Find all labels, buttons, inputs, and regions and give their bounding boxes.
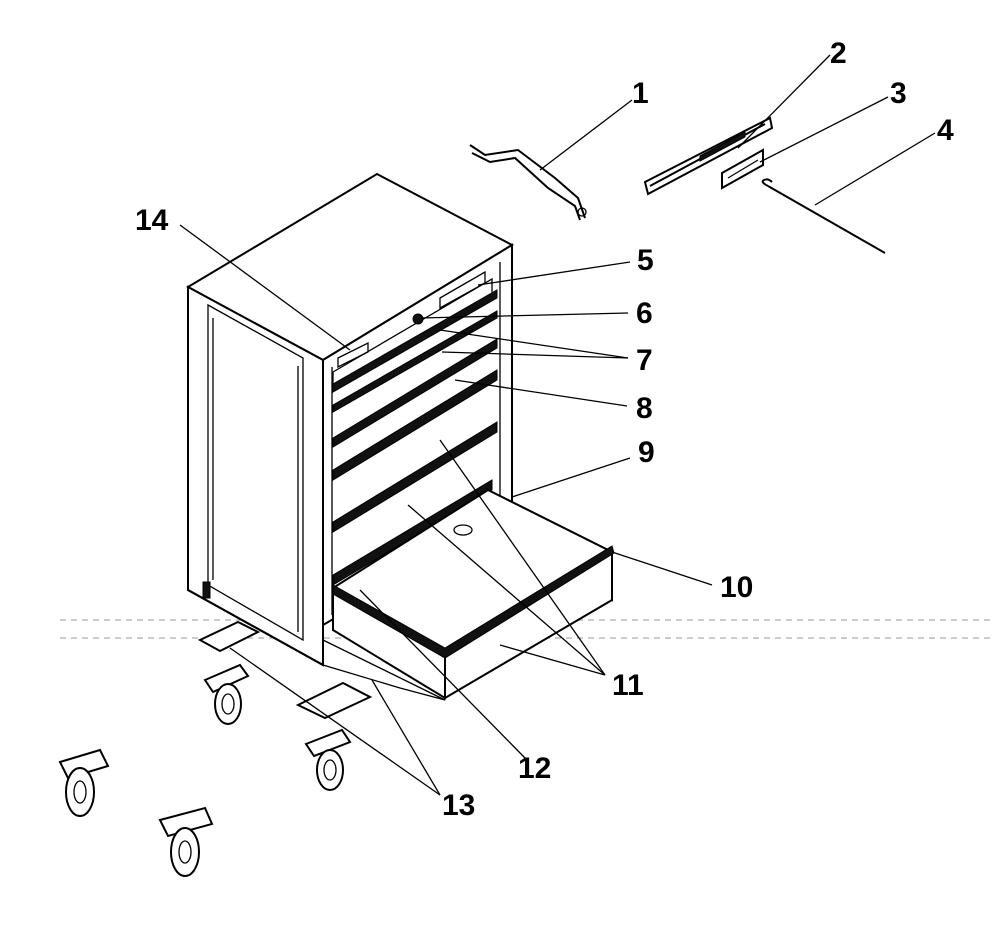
- drawer-handle-left: [337, 341, 369, 369]
- drawer-strip: [332, 338, 498, 448]
- lock-icon: [412, 313, 424, 325]
- part-label-11: 11: [612, 669, 644, 702]
- drawer-strip: [332, 310, 498, 413]
- part-label-12: 12: [518, 752, 551, 785]
- part-label-1: 1: [632, 77, 649, 110]
- mounting-plate: [197, 620, 373, 720]
- tool-cabinet: [185, 172, 615, 701]
- caster-wheel: [58, 748, 110, 817]
- drawer-strip: [332, 289, 498, 393]
- drawer-strip: [332, 479, 493, 586]
- part-label-8: 8: [636, 392, 653, 425]
- part-label-2: 2: [830, 37, 847, 70]
- part-labels: 1 2 3 4 5 6 7 8 9 10 11 12 13 14: [135, 37, 954, 822]
- drawer-strip: [332, 421, 498, 533]
- part-label-6: 6: [636, 297, 653, 330]
- caster-wheel: [158, 806, 214, 877]
- part-label-3: 3: [890, 77, 907, 110]
- part-label-7: 7: [636, 344, 653, 377]
- part-label-9: 9: [638, 436, 655, 469]
- part-label-4: 4: [937, 114, 954, 147]
- leader-lines: [179, 54, 936, 796]
- caster-wheel: [304, 728, 352, 791]
- rail-part: [643, 116, 774, 196]
- clip-part: [721, 148, 764, 190]
- drawer-strip: [332, 369, 498, 481]
- part-label-13: 13: [442, 789, 475, 822]
- part-label-10: 10: [720, 571, 753, 604]
- caster-wheel: [203, 663, 250, 725]
- part-label-14: 14: [135, 204, 169, 237]
- rod-part: [761, 178, 886, 254]
- bracket-part: [469, 144, 587, 221]
- drawer-cutout: [453, 524, 473, 536]
- part-label-5: 5: [637, 244, 654, 277]
- base-plate: [322, 638, 446, 701]
